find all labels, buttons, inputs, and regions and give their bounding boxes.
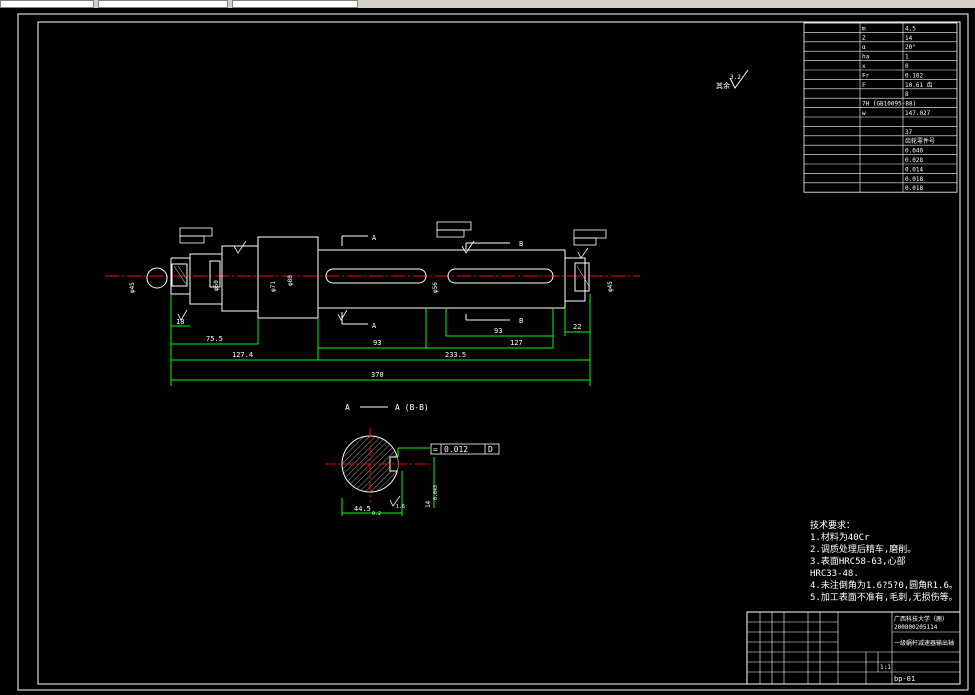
param-cell: 10.61 齿	[905, 81, 933, 89]
section-dim-width: 44.5	[354, 505, 371, 513]
param-cell: F	[862, 82, 866, 89]
sheet-inner-border	[37, 21, 961, 685]
dim-length-93-a: 93	[373, 339, 381, 347]
section-title-left: A	[345, 403, 350, 412]
keyway-a	[325, 268, 427, 284]
title-school: 广西科技大学（鹿）	[894, 615, 948, 623]
param-cell: 0	[905, 63, 909, 70]
param-cell: Z	[862, 35, 866, 42]
param-cell: 14	[905, 35, 913, 42]
param-cell: 8	[905, 91, 909, 98]
title-drawing-name: 一级蜗杆减速器输出轴	[894, 639, 954, 647]
toolbar-segment	[98, 0, 228, 8]
param-cell: w	[862, 110, 866, 117]
section-dim-width-tol: 0.2	[372, 511, 381, 517]
window-toolbar-strip	[0, 0, 975, 8]
sheet-outer-border	[17, 13, 969, 691]
param-cell: 7H (GB10095-88)	[862, 101, 916, 108]
default-roughness-symbol: 其余 3.2	[716, 69, 749, 90]
notes-line-6: 5.加工表面不准有,毛刺,无损伤等。	[810, 591, 958, 603]
title-student-number: 200800205114	[894, 624, 938, 631]
dim-length-93-b: 93	[494, 327, 502, 335]
section-tolerance-symbol: =	[433, 445, 438, 454]
param-cell: 20°	[905, 44, 916, 51]
section-title-right: A (B-B)	[395, 403, 429, 412]
param-cell: x	[862, 63, 866, 70]
toolbar-segment	[0, 0, 94, 8]
shaft-dimension-lines	[170, 294, 591, 386]
title-block: 广西科技大学（鹿） 200800205114 一级蜗杆减速器输出轴 1:1 bp…	[746, 611, 961, 685]
param-cell: m	[862, 25, 866, 32]
notes-line-3: 3.表面HRC58-63,心部	[810, 555, 906, 567]
shaft-outline	[170, 236, 586, 319]
dim-diameter-right-end: φ45	[607, 281, 614, 292]
dim-length-233-5: 233.5	[445, 351, 466, 359]
section-label-a-bottom: A	[372, 322, 377, 330]
roughness-other-label: 其余	[716, 81, 730, 90]
param-cell: 0.102	[905, 72, 923, 79]
roughness-other-value: 3.2	[730, 74, 741, 81]
section-tolerance-value: 0.012	[444, 445, 468, 454]
param-cell: Fr	[862, 72, 870, 79]
param-cell: 0.014	[905, 166, 923, 173]
param-cell: 0.028	[905, 157, 923, 164]
dim-length-22: 22	[573, 323, 581, 331]
notes-line-5: 4.未注倒角为1.6?5?0,圆角R1.6。	[810, 579, 958, 591]
notes-line-1: 1.材料为40Cr	[810, 531, 870, 543]
notes-line-4: HRC33-48.	[810, 569, 859, 579]
section-view: A A (B-B) = 0.012 D 44.5 0	[325, 403, 500, 517]
dim-diameter-collar: φ71	[270, 281, 277, 292]
section-tolerance-datum: D	[488, 445, 493, 454]
section-label-b-top: B	[519, 240, 523, 248]
dim-length-18: 18	[176, 318, 184, 326]
param-cell: 齿轮零件号	[905, 137, 935, 145]
dim-length-127: 127	[510, 339, 523, 347]
section-dim-depth-tol: 0.043	[433, 485, 439, 500]
param-cell: 0.040	[905, 148, 923, 155]
technical-requirements: 技术要求： 1.材料为40Cr 2.调质处理后精车,磨削。 3.表面HRC58-…	[810, 519, 958, 603]
dim-length-127-4: 127.4	[232, 351, 253, 359]
param-cell: α	[862, 44, 866, 51]
shaft-main-view: A A B B	[105, 221, 640, 330]
dim-length-75-5: 75.5	[206, 335, 223, 343]
dim-diameter-mid: φ56	[432, 282, 439, 293]
notes-title: 技术要求：	[810, 519, 855, 531]
param-cell: 1	[905, 54, 909, 61]
section-label-b-bottom: B	[519, 317, 523, 325]
title-scale: 1:1	[880, 664, 891, 671]
dim-diameter-bearing: φ50	[213, 280, 220, 291]
param-cell: 0.018	[905, 176, 923, 183]
section-dim-depth: 14	[425, 500, 432, 508]
toolbar-segment	[232, 0, 358, 8]
section-roughness: 1.6	[396, 504, 405, 510]
param-cell: ha	[862, 54, 870, 61]
param-cell: 0.018	[905, 185, 923, 192]
title-drawing-number: bp-01	[894, 675, 915, 683]
section-label-a-top: A	[372, 234, 377, 242]
keyway-b	[447, 268, 554, 284]
param-cell: 37	[905, 129, 913, 136]
dim-diameter-shoulder: φ80	[287, 275, 294, 286]
param-cell: 4.5	[905, 25, 916, 32]
notes-line-2: 2.调质处理后精车,磨削。	[810, 543, 916, 555]
dim-length-370: 370	[371, 371, 384, 379]
dim-diameter-left-end: φ45	[129, 282, 136, 293]
param-cell: 147.027	[905, 110, 931, 117]
